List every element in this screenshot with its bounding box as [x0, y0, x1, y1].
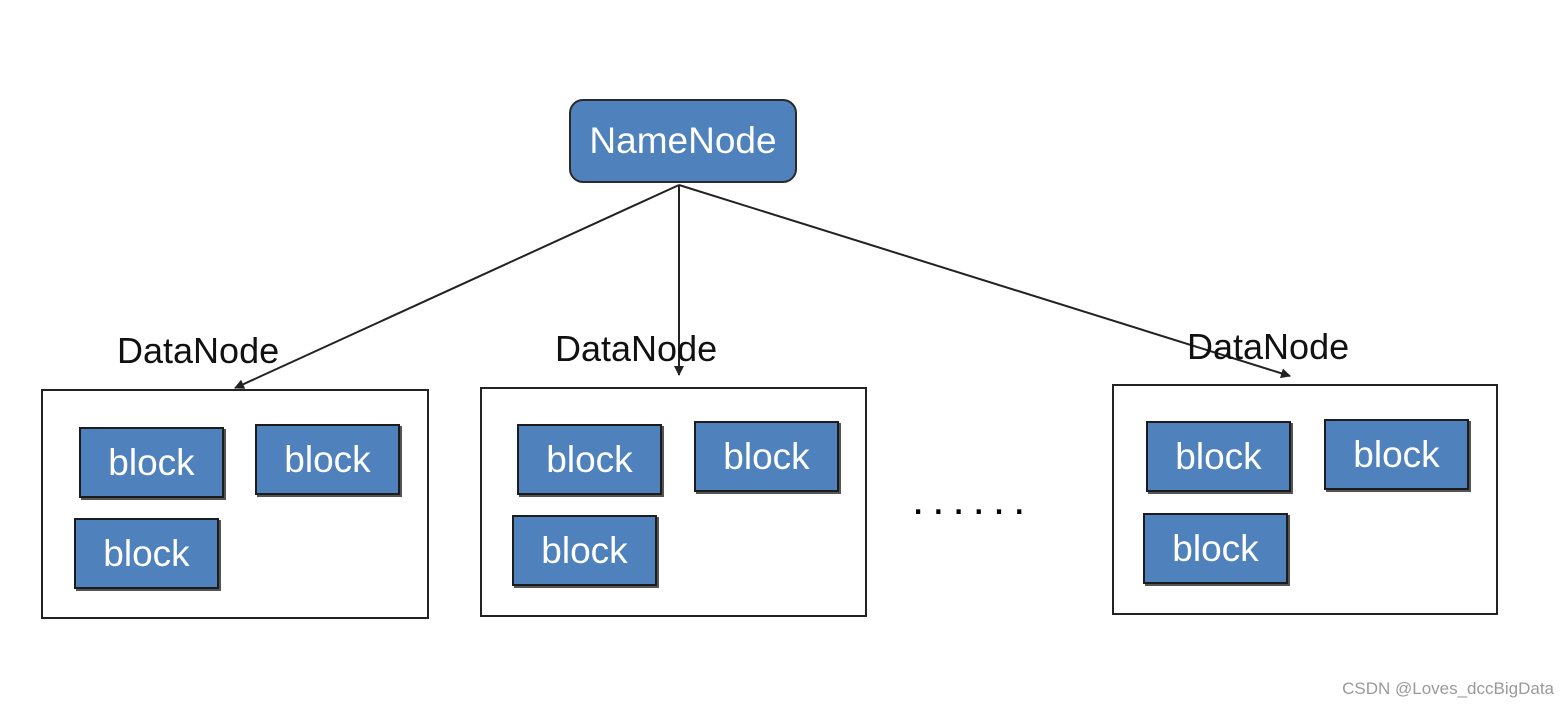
namenode-label: NameNode [589, 120, 777, 161]
block-label: block [546, 438, 633, 480]
block-2-1: block [517, 424, 662, 495]
namenode-box: NameNode [569, 99, 797, 183]
block-3-2: block [1324, 419, 1469, 490]
block-label: block [1353, 433, 1440, 475]
block-label: block [103, 532, 190, 574]
datanode-box-1: block block block [41, 389, 429, 619]
block-label: block [108, 441, 195, 483]
block-2-2: block [694, 421, 839, 492]
block-2-3: block [512, 515, 657, 586]
block-label: block [541, 529, 628, 571]
datanode-label-3: DataNode [1187, 326, 1350, 367]
block-3-1: block [1146, 421, 1291, 492]
datanode-box-3: block block block [1112, 384, 1498, 615]
block-label: block [1172, 527, 1259, 569]
block-label: block [723, 435, 810, 477]
block-3-3: block [1143, 513, 1288, 584]
block-label: block [284, 438, 371, 480]
more-datanodes-ellipsis: ...... [912, 475, 1034, 524]
block-1-1: block [79, 427, 224, 498]
watermark-text: CSDN @Loves_dccBigData [1342, 679, 1554, 698]
datanode-label-1: DataNode [117, 330, 280, 371]
block-label: block [1175, 435, 1262, 477]
block-1-2: block [255, 424, 400, 495]
datanode-box-2: block block block [480, 387, 867, 617]
datanode-label-2: DataNode [555, 328, 718, 369]
block-1-3: block [74, 518, 219, 589]
